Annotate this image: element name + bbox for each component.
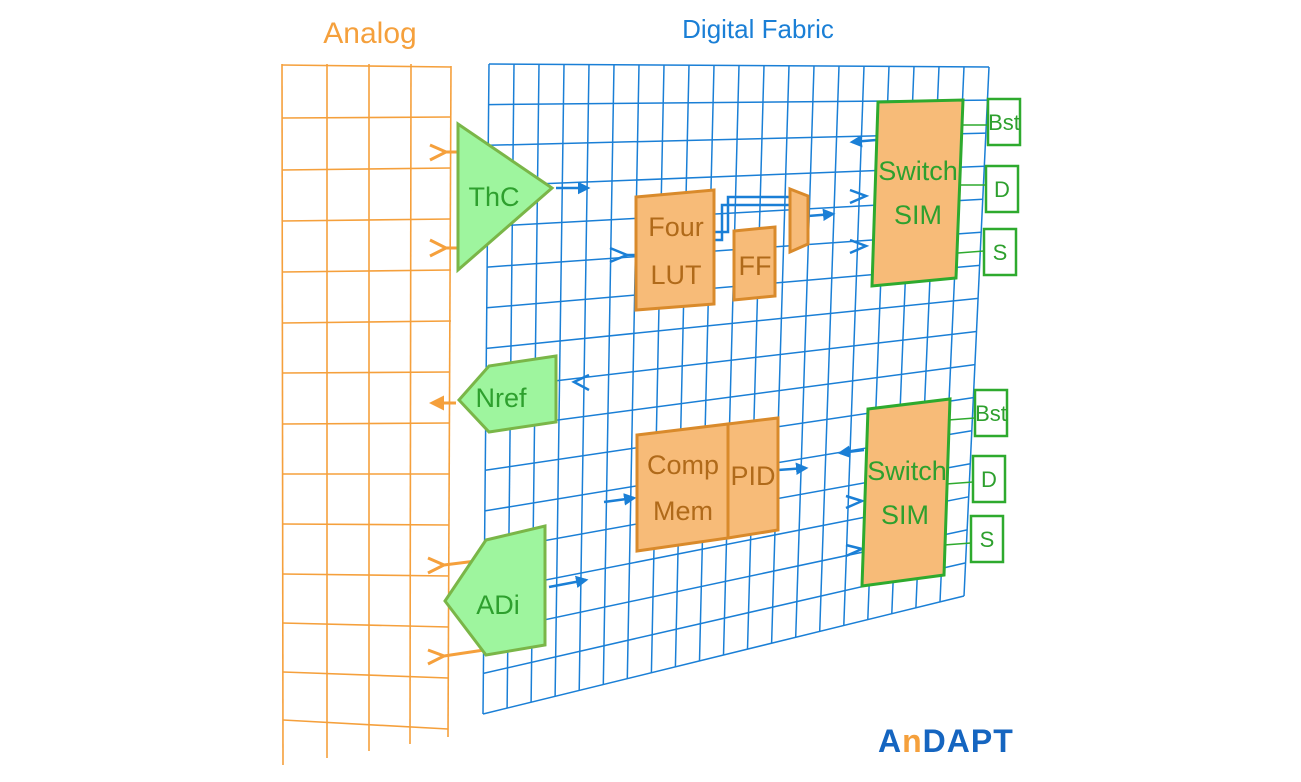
pid-label: PID <box>730 461 775 491</box>
comp-mem-block[interactable] <box>635 422 730 553</box>
switch-bottom-label-line2: SIM <box>881 500 929 530</box>
pin-d-bottom-label: D <box>981 467 997 492</box>
bottom-switch-pins: Bst D S <box>943 388 1009 564</box>
switch-sim-top-block[interactable] <box>870 98 965 288</box>
four-lut-label-line1: Four <box>648 212 704 242</box>
digital-fabric-title: Digital Fabric <box>682 14 834 44</box>
analog-title: Analog <box>323 17 416 50</box>
nref-label: Nref <box>475 383 527 413</box>
pin-bst-top-label: Bst <box>988 110 1020 135</box>
thc-label: ThC <box>468 182 519 212</box>
four-lut-block[interactable] <box>634 188 716 312</box>
pin-bst-bottom[interactable] <box>973 388 1009 438</box>
top-switch-pins: Bst D S <box>957 97 1022 277</box>
analog-grid <box>281 63 452 766</box>
pin-bst-top[interactable] <box>986 97 1022 147</box>
comp-mem-label-line1: Comp <box>647 450 719 480</box>
routing-wires <box>548 134 877 589</box>
ff-block[interactable] <box>732 225 777 302</box>
switch-top-label-line1: Switch <box>878 156 958 186</box>
pid-block[interactable] <box>726 416 780 540</box>
switch-bottom-label-line1: Switch <box>867 456 947 486</box>
logo-part-dapt: DAPT <box>923 723 1014 759</box>
pin-s-top[interactable] <box>982 227 1018 277</box>
thc-comparator-block[interactable] <box>456 121 555 274</box>
four-lut-label-line2: LUT <box>650 260 701 290</box>
logo-part-a: A <box>878 723 902 759</box>
pin-s-bottom[interactable] <box>969 514 1005 564</box>
ff-label: FF <box>739 251 772 281</box>
comp-mem-label-line2: Mem <box>653 496 713 526</box>
pin-d-top[interactable] <box>984 164 1020 214</box>
pin-d-top-label: D <box>994 177 1010 202</box>
switch-sim-bottom-block[interactable] <box>860 397 952 588</box>
nref-block[interactable] <box>456 354 558 434</box>
mux-block[interactable] <box>788 186 810 255</box>
switch-top-label-line2: SIM <box>894 200 942 230</box>
pin-bst-bottom-label: Bst <box>975 401 1007 426</box>
logo-part-n: n <box>902 723 923 759</box>
adi-block[interactable] <box>443 524 547 657</box>
pin-d-bottom[interactable] <box>971 454 1007 504</box>
pin-s-top-label: S <box>993 240 1008 265</box>
pin-s-bottom-label: S <box>980 527 995 552</box>
adi-label: ADi <box>476 590 520 620</box>
andapt-logo: AnDAPT <box>878 723 1014 759</box>
